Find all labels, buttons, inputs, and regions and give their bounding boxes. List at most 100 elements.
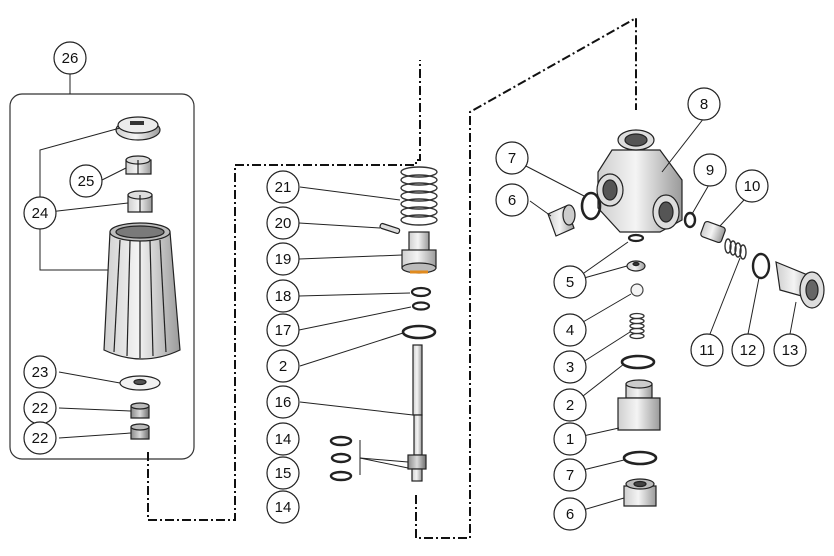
callout-number: 21 <box>275 179 292 196</box>
callout-circle <box>266 242 300 276</box>
callout-circle <box>266 279 300 313</box>
callout-circle <box>553 388 587 422</box>
oring-14-lower-part <box>329 470 353 482</box>
callout-c18: 18 <box>266 279 300 313</box>
callout-number: 6 <box>508 192 516 209</box>
plug-6-upper-part <box>547 204 576 237</box>
callout-number: 12 <box>740 342 757 359</box>
callout-circle <box>693 153 727 187</box>
callout-circle <box>23 355 57 389</box>
callout-c22b: 22 <box>23 421 57 455</box>
callout-c15: 15 <box>266 456 300 490</box>
filter-bowl-part <box>103 222 181 360</box>
callout-circle <box>553 497 587 531</box>
callout-c11: 11 <box>690 333 724 367</box>
spring-11-part <box>724 238 747 260</box>
callout-circle <box>23 196 57 230</box>
callout-circle <box>266 385 300 419</box>
callout-circle <box>266 349 300 383</box>
callout-c14a: 14 <box>266 422 300 456</box>
callout-circle <box>495 141 529 175</box>
dash-connector-left <box>147 60 421 521</box>
callout-number: 14 <box>275 431 292 448</box>
callout-c20: 20 <box>266 206 300 240</box>
callout-number: 8 <box>700 96 708 113</box>
callout-c10: 10 <box>735 169 769 203</box>
callout-circle <box>266 170 300 204</box>
callout-circle <box>553 313 587 347</box>
callout-number: 24 <box>32 205 49 222</box>
callout-circle <box>731 333 765 367</box>
callout-number: 7 <box>508 150 516 167</box>
nut-22-lower-part <box>130 423 150 440</box>
callout-circle <box>687 87 721 121</box>
callout-number: 26 <box>62 50 79 67</box>
callout-c22a: 22 <box>23 391 57 425</box>
callout-circle <box>266 456 300 490</box>
callout-number: 4 <box>566 322 574 339</box>
callout-number: 14 <box>275 499 292 516</box>
callout-circle <box>69 164 103 198</box>
callout-circle <box>690 333 724 367</box>
dash-connector-center <box>415 16 637 539</box>
callout-circle <box>553 458 587 492</box>
callout-c7a: 7 <box>495 141 529 175</box>
ball-4-part <box>630 283 644 297</box>
callout-circle <box>53 41 87 75</box>
cap-part <box>115 116 161 141</box>
callout-c1: 1 <box>553 422 587 456</box>
callout-number: 20 <box>275 215 292 232</box>
callout-number: 2 <box>566 397 574 414</box>
callout-number: 15 <box>275 465 292 482</box>
valve-body-8-part <box>596 129 683 233</box>
callout-c6b: 6 <box>553 497 587 531</box>
washer-23-part <box>119 375 161 391</box>
callout-circle <box>553 350 587 384</box>
oring-12-part <box>751 252 771 280</box>
oring-9-part <box>683 211 697 229</box>
callout-c26: 26 <box>53 41 87 75</box>
callout-c4: 4 <box>553 313 587 347</box>
oring-17-part <box>411 301 431 311</box>
callout-c24: 24 <box>23 196 57 230</box>
callout-c19: 19 <box>266 242 300 276</box>
callout-circle <box>266 206 300 240</box>
callout-number: 3 <box>566 359 574 376</box>
callout-number: 7 <box>566 467 574 484</box>
callout-number: 22 <box>32 430 49 447</box>
callout-number: 16 <box>275 394 292 411</box>
seat-10-part <box>700 220 726 244</box>
oring-15-part <box>330 452 352 464</box>
callout-circle <box>553 265 587 299</box>
callout-c17: 17 <box>266 313 300 347</box>
callout-circle <box>773 333 807 367</box>
body-1-part <box>617 379 661 431</box>
oring-5-upper-part <box>627 233 645 243</box>
callout-circle <box>553 422 587 456</box>
callout-number: 18 <box>275 288 292 305</box>
callout-c23: 23 <box>23 355 57 389</box>
callout-c12: 12 <box>731 333 765 367</box>
fitting-13-part <box>775 261 825 309</box>
callout-number: 11 <box>699 342 715 359</box>
callout-number: 22 <box>32 400 49 417</box>
oring-14-upper-part <box>329 435 353 447</box>
plug-6-lower-part <box>623 478 657 507</box>
callout-number: 25 <box>78 173 95 190</box>
piston-19-part <box>401 231 437 274</box>
callout-c13: 13 <box>773 333 807 367</box>
nut-25-part <box>125 155 152 175</box>
seal-7-upper-part <box>580 191 602 221</box>
callout-number: 13 <box>782 342 799 359</box>
callout-c3: 3 <box>553 350 587 384</box>
callout-c2b: 2 <box>553 388 587 422</box>
callout-number: 19 <box>275 251 292 268</box>
callout-number: 9 <box>706 162 714 179</box>
callout-c25: 25 <box>69 164 103 198</box>
callout-number: 6 <box>566 506 574 523</box>
callout-c2a: 2 <box>266 349 300 383</box>
callout-circle <box>735 169 769 203</box>
seat-5-part <box>626 260 646 272</box>
seal-2-right-part <box>620 354 656 370</box>
